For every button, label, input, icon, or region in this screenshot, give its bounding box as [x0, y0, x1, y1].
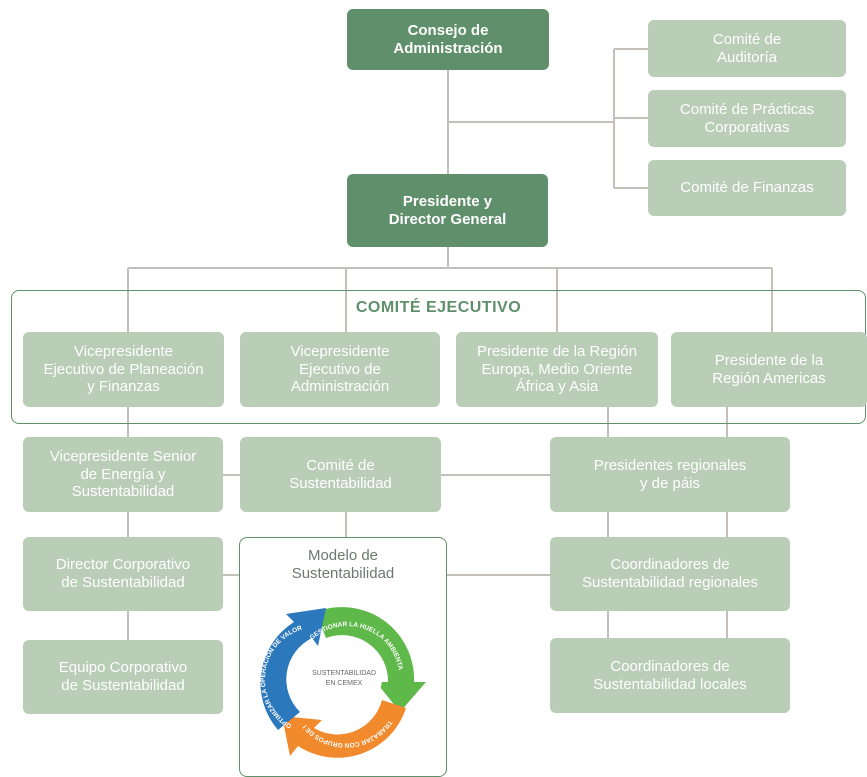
ceo-box: Presidente y Director General	[347, 174, 548, 247]
president-emea-asia: Presidente de la Región Europa, Medio Or…	[456, 332, 658, 407]
svp-energy-sustainability: Vicepresidente Senior de Energía y Suste…	[23, 437, 223, 512]
finance-committee: Comité de Finanzas	[648, 160, 846, 216]
local-sustainability-coordinators: Coordinadores de Sustentabilidad locales	[550, 638, 790, 713]
corporate-sustainability-director: Director Corporativo de Sustentabilidad	[23, 537, 223, 611]
sustainability-cycle-graphic: SUSTENTABILIDAD EN CEMEX GESTIONAR LA HU…	[254, 590, 426, 758]
executive-committee-title: COMITÉ EJECUTIVO	[355, 299, 522, 316]
cycle-blue-segment	[260, 608, 326, 730]
cycle-center-text-line2: EN CEMEX	[326, 680, 363, 687]
regional-sustainability-coordinators: Coordinadores de Sustentabilidad regiona…	[550, 537, 790, 611]
regional-country-presidents: Presidentes regionales y de páis	[550, 437, 790, 512]
sustainability-committee: Comité de Sustentabilidad	[240, 437, 441, 512]
vp-planning-finance: Vicepresidente Ejecutivo de Planeación y…	[23, 332, 224, 407]
cycle-orange-segment	[282, 700, 406, 758]
audit-committee: Comité de Auditoría	[648, 20, 846, 77]
sustainability-model-title: Modelo de Sustentabilidad	[291, 547, 395, 582]
board-of-directors: Consejo de Administración	[347, 9, 549, 70]
corporate-sustainability-team: Equipo Corporativo de Sustentabilidad	[23, 640, 223, 714]
cycle-green-segment	[316, 607, 426, 712]
vp-administration: Vicepresidente Ejecutivo de Administraci…	[240, 332, 440, 407]
president-americas: Presidente de la Región Americas	[671, 332, 867, 407]
cycle-center-text-line1: SUSTENTABILIDAD	[312, 670, 376, 677]
corporate-practices-committee: Comité de Prácticas Corporativas	[648, 90, 846, 147]
